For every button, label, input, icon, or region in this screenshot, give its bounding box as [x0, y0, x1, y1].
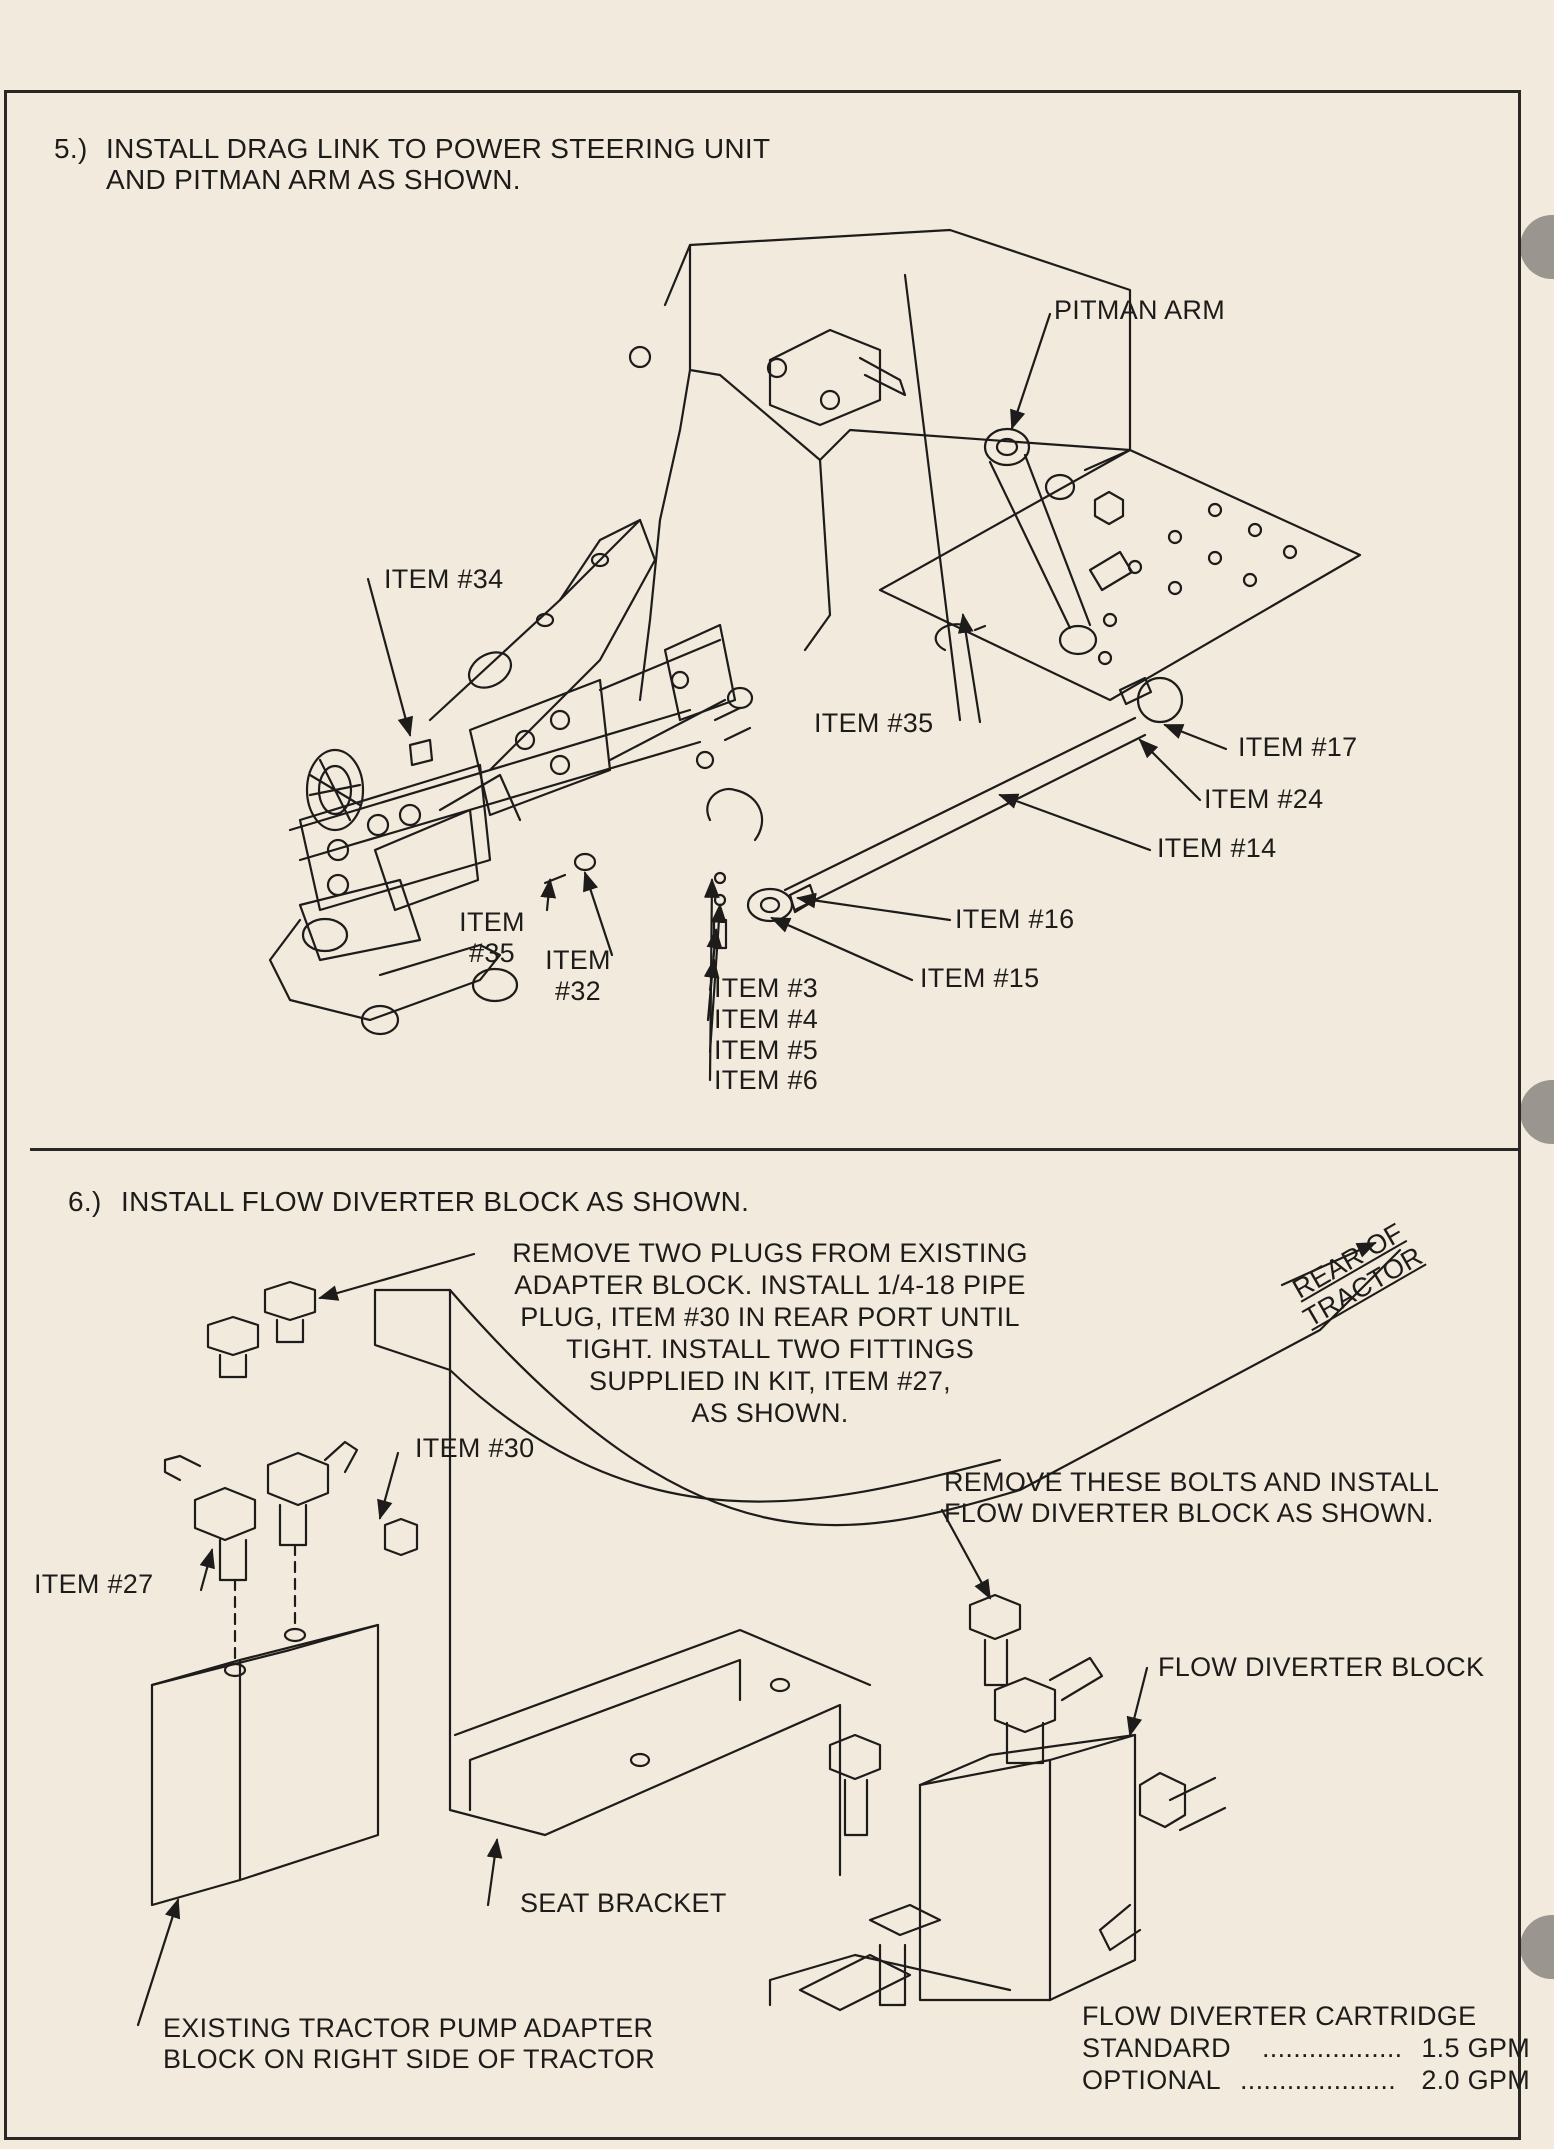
- label-item17: ITEM #17: [1238, 732, 1358, 762]
- step5-leader-lines: [366, 312, 1228, 1082]
- label-item14: ITEM #14: [1157, 833, 1277, 863]
- cartridge-row-label: STANDARD: [1082, 2033, 1231, 2063]
- label-item35-lower-line1: ITEM: [459, 907, 525, 937]
- label-item3: ITEM #3: [714, 973, 819, 1003]
- plugs-note-line: SUPPLIED IN KIT, ITEM #27,: [589, 1366, 951, 1396]
- cartridge-row-value: 2.0 GPM: [1421, 2065, 1530, 2095]
- label-item27: ITEM #27: [34, 1569, 154, 1599]
- cartridge-row-standard: STANDARD .................. 1.5 GPM: [1082, 2032, 1530, 2064]
- plugs-note-line: ADAPTER BLOCK. INSTALL 1/4-18 PIPE: [514, 1270, 1026, 1300]
- step6-leader-lines: [136, 1252, 1149, 2027]
- label-pitman-arm: PITMAN ARM: [1054, 295, 1226, 325]
- cartridge-row-optional: OPTIONAL .................... 2.0 GPM: [1082, 2064, 1530, 2096]
- plugs-note-line: TIGHT. INSTALL TWO FITTINGS: [565, 1334, 975, 1364]
- cartridge-table-title: FLOW DIVERTER CARTRIDGE: [1082, 2001, 1477, 2031]
- label-item4: ITEM #4: [714, 1004, 819, 1034]
- label-item6: ITEM #6: [714, 1065, 819, 1095]
- pump-adapter-line1: EXISTING TRACTOR PUMP ADAPTER: [163, 2013, 654, 2043]
- pump-adapter-line2: BLOCK ON RIGHT SIDE OF TRACTOR: [163, 2044, 656, 2074]
- page-frame: [4, 90, 1521, 2140]
- steering-assembly-drawing: [268, 228, 1362, 1036]
- label-item32-line1: ITEM: [545, 945, 611, 975]
- cartridge-row-dots: ..................: [1262, 2033, 1403, 2063]
- step5-instruction-line2: AND PITMAN ARM AS SHOWN.: [106, 164, 521, 195]
- bolts-note-line1: REMOVE THESE BOLTS AND INSTALL: [944, 1467, 1440, 1497]
- bolts-note-line2: FLOW DIVERTER BLOCK AS SHOWN.: [944, 1498, 1434, 1528]
- step5-instruction-line1: INSTALL DRAG LINK TO POWER STEERING UNIT: [106, 133, 771, 164]
- label-item35-lower-line2: #35: [469, 938, 515, 968]
- label-item34: ITEM #34: [384, 564, 504, 594]
- label-seat-bracket: SEAT BRACKET: [520, 1888, 727, 1918]
- section-divider: [30, 1148, 1520, 1151]
- label-item15: ITEM #15: [920, 963, 1040, 993]
- label-item32-line2: #32: [555, 976, 601, 1006]
- label-item35-upper: ITEM #35: [814, 708, 934, 738]
- cartridge-row-label: OPTIONAL: [1082, 2065, 1221, 2095]
- plugs-note-line: PLUG, ITEM #30 IN REAR PORT UNTIL: [520, 1302, 1020, 1332]
- step6-instruction: INSTALL FLOW DIVERTER BLOCK AS SHOWN.: [121, 1186, 750, 1217]
- plugs-note-line: REMOVE TWO PLUGS FROM EXISTING: [512, 1238, 1028, 1268]
- cartridge-row-dots: ....................: [1240, 2065, 1397, 2095]
- plugs-note-line: AS SHOWN.: [691, 1398, 849, 1428]
- label-item30: ITEM #30: [415, 1433, 535, 1463]
- cartridge-row-value: 1.5 GPM: [1421, 2033, 1530, 2063]
- step6-number: 6.): [68, 1186, 102, 1217]
- label-item24: ITEM #24: [1204, 784, 1324, 814]
- label-item5: ITEM #5: [714, 1035, 819, 1065]
- step5-number: 5.): [54, 133, 88, 164]
- label-item16: ITEM #16: [955, 904, 1075, 934]
- cartridge-table: FLOW DIVERTER CARTRIDGE STANDARD .......…: [1082, 2000, 1532, 2110]
- label-flow-diverter-block: FLOW DIVERTER BLOCK: [1158, 1652, 1485, 1682]
